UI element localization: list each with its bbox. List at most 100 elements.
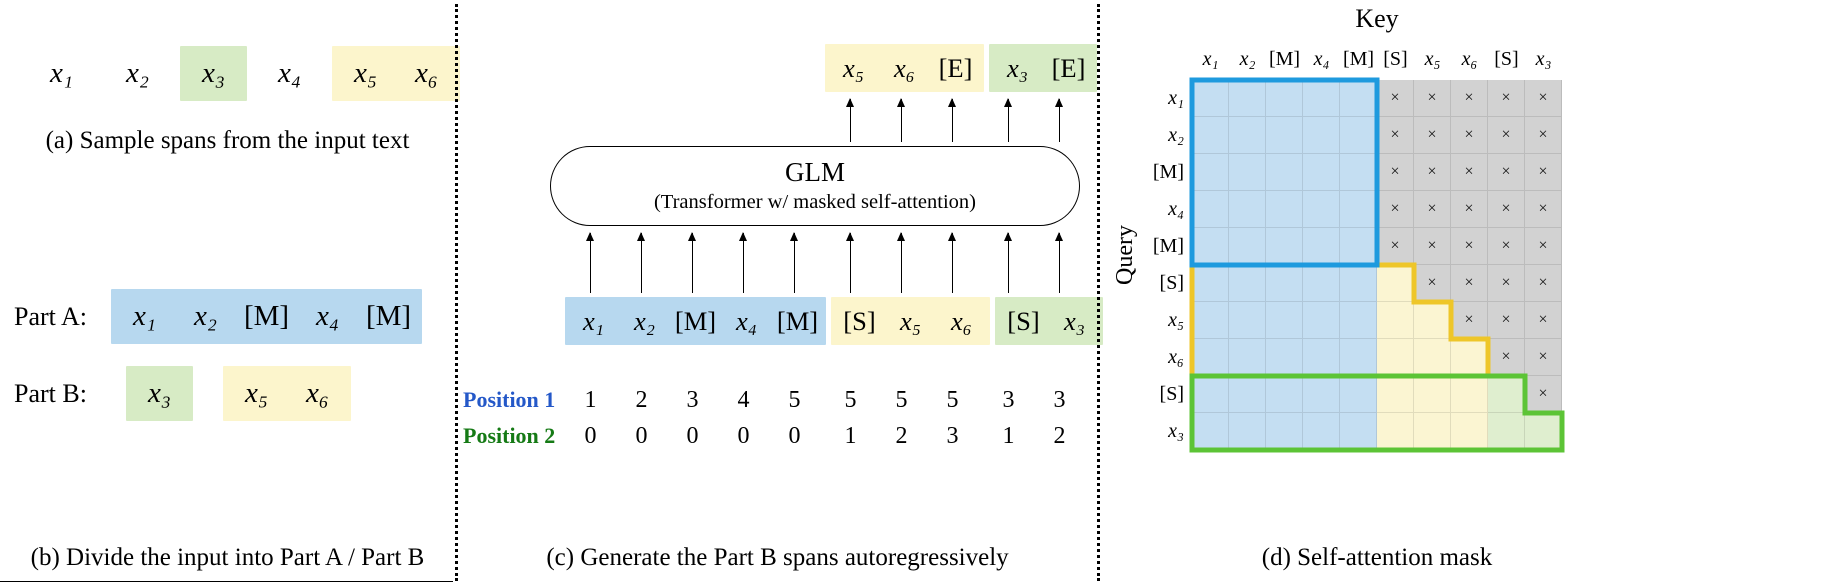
visible-cell xyxy=(1451,413,1488,450)
list-label: 1 xyxy=(844,423,857,449)
visible-cell xyxy=(1340,191,1377,228)
list-label: x₆ xyxy=(1168,346,1184,368)
visible-cell xyxy=(1303,117,1340,154)
input-arrows-row xyxy=(565,232,1085,293)
visible-cell xyxy=(1229,80,1266,117)
visible-cell xyxy=(1340,413,1377,450)
masked-cell: × xyxy=(1414,117,1451,154)
up-arrow-icon xyxy=(585,232,594,293)
visible-cell xyxy=(1340,228,1377,265)
arrow-cell xyxy=(1034,232,1085,293)
caption-a: (a) Sample spans from the input text xyxy=(45,127,410,154)
list-label: 5 xyxy=(946,387,959,413)
token: x₁ xyxy=(583,305,604,336)
masked-cell: × xyxy=(1451,80,1488,117)
list-label: [M] xyxy=(1152,161,1184,183)
token: x₄ xyxy=(278,57,301,89)
token: x₆ xyxy=(306,377,329,409)
arrow-cell xyxy=(983,232,1034,293)
list-label: x₄ xyxy=(1313,48,1330,70)
arrow-cell xyxy=(616,99,667,142)
list-label: 2 xyxy=(895,423,908,449)
visible-cell xyxy=(1488,376,1525,413)
visible-cell xyxy=(1229,339,1266,376)
visible-cell xyxy=(1229,191,1266,228)
token: x₅ xyxy=(900,305,921,336)
visible-cell xyxy=(1414,302,1451,339)
list-label: x₂ xyxy=(1168,124,1184,146)
visible-cell xyxy=(1192,191,1229,228)
masked-cell: × xyxy=(1525,80,1562,117)
up-arrow-icon xyxy=(947,98,956,142)
up-arrow-icon xyxy=(1054,232,1063,293)
arrow-cell xyxy=(825,232,876,293)
masked-cell: × xyxy=(1488,117,1525,154)
up-arrow-icon xyxy=(687,232,696,293)
token: x₅ xyxy=(245,377,268,409)
token: x₆ xyxy=(951,305,972,336)
masked-cell: × xyxy=(1488,302,1525,339)
masked-cell: × xyxy=(1525,302,1562,339)
visible-cell xyxy=(1340,265,1377,302)
up-arrow-icon xyxy=(845,98,854,142)
token: x₁ xyxy=(50,57,73,89)
list-label: [M] xyxy=(1268,48,1301,70)
token: [M] xyxy=(243,300,290,332)
visible-cell xyxy=(1340,339,1377,376)
position1-label: Position 1 xyxy=(463,387,556,412)
list-label: 4 xyxy=(737,387,750,413)
arrow-cell xyxy=(718,99,769,142)
up-arrow-icon xyxy=(1003,232,1012,293)
token: [M] xyxy=(365,300,412,332)
token: [M] xyxy=(674,305,717,336)
token-group: x₁ xyxy=(28,46,95,101)
up-arrow-icon xyxy=(738,232,747,293)
masked-cell: × xyxy=(1451,117,1488,154)
visible-cell xyxy=(1192,154,1229,191)
visible-cell xyxy=(1192,80,1229,117)
visible-cell xyxy=(1266,154,1303,191)
output-arrows-row xyxy=(565,98,1085,142)
visible-cell xyxy=(1266,376,1303,413)
visible-cell xyxy=(1192,413,1229,450)
panel-divider-2 xyxy=(1097,4,1100,581)
visible-cell xyxy=(1377,302,1414,339)
arrow-cell xyxy=(983,98,1034,142)
list-label: 0 xyxy=(635,423,648,449)
list-label: 5 xyxy=(788,387,801,413)
arrow-cell xyxy=(769,99,820,142)
key-axis-label: Key xyxy=(1355,4,1399,33)
list-label: x₃ xyxy=(1535,48,1552,70)
list-label: 3 xyxy=(1002,387,1015,413)
visible-cell xyxy=(1229,376,1266,413)
masked-cell: × xyxy=(1451,191,1488,228)
visible-cell xyxy=(1303,154,1340,191)
visible-cell xyxy=(1266,228,1303,265)
up-arrow-icon xyxy=(845,232,854,293)
model-subtitle: (Transformer w/ masked self-attention) xyxy=(653,190,977,213)
visible-cell xyxy=(1303,339,1340,376)
masked-cell: × xyxy=(1488,80,1525,117)
arrow-cell xyxy=(667,99,718,142)
list-label: x₁ xyxy=(1202,48,1219,70)
caption-b: (b) Divide the input into Part A / Part … xyxy=(30,544,425,571)
masked-cell: × xyxy=(1377,191,1414,228)
bottom-rule xyxy=(0,581,453,582)
up-arrow-icon xyxy=(896,232,905,293)
arrow-cell xyxy=(565,99,616,142)
masked-cell: × xyxy=(1451,228,1488,265)
token: x₂ xyxy=(634,305,655,336)
masked-cell: × xyxy=(1525,191,1562,228)
arrow-cell xyxy=(718,232,769,293)
visible-cell xyxy=(1340,117,1377,154)
token: [E] xyxy=(938,52,973,83)
visible-cell xyxy=(1266,265,1303,302)
masked-cell: × xyxy=(1488,191,1525,228)
visible-cell xyxy=(1266,413,1303,450)
visible-cell xyxy=(1192,117,1229,154)
masked-cell: × xyxy=(1525,154,1562,191)
